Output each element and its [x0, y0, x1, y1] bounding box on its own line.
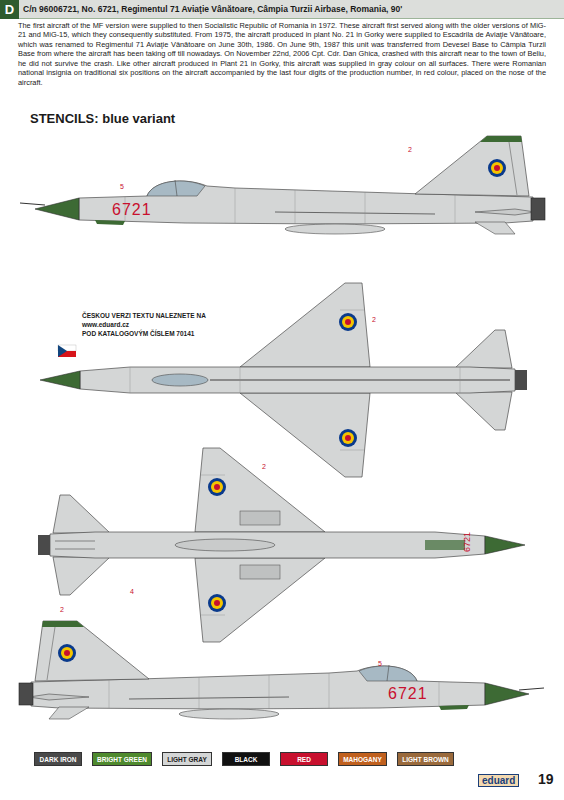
bottom-view [38, 448, 525, 642]
color-swatch: BLACK [222, 752, 270, 766]
callout-number: 2 [60, 606, 64, 614]
callout-number: 2 [372, 316, 376, 324]
note-text: ČESKOU VERZI TEXTU NALEZNETE NA [82, 312, 206, 319]
side-profile [20, 136, 545, 234]
color-name: LIGHT BROWN [402, 756, 449, 763]
color-swatch: DARK IRON [34, 752, 82, 766]
page-number: 19 [538, 772, 554, 787]
section-letter-box: D [0, 0, 19, 19]
note-text: POD KATALOGOVÝM ČÍSLEM 70141 [82, 330, 194, 337]
top-view-details [130, 367, 510, 393]
side-profile-left [19, 621, 544, 719]
description-text: The first aircraft of the MF version wer… [18, 21, 546, 87]
color-name: RED [297, 756, 311, 763]
color-swatch: RED [280, 752, 328, 766]
color-swatch: BRIGHT GREEN [92, 752, 152, 766]
stencil-heading: STENCILS: blue variant [30, 112, 175, 126]
color-swatch: LIGHT BROWN [397, 752, 454, 766]
color-swatch: MAHOGANY [338, 752, 387, 766]
callout-number: 5 [378, 660, 382, 668]
color-name: DARK IRON [40, 756, 77, 763]
callout-number: 5 [120, 183, 124, 191]
callout-number: 4 [130, 588, 134, 596]
color-swatch: LIGHT GRAY [162, 752, 212, 766]
bottom-view-details [55, 511, 465, 579]
top-view [40, 283, 527, 477]
color-name: MAHOGANY [343, 756, 382, 763]
aircraft-number: 6721 [463, 532, 473, 552]
callout-number: 2 [262, 463, 266, 471]
color-name: LIGHT GRAY [167, 756, 207, 763]
note-text: www.eduard.cz [82, 321, 129, 328]
callout-number: 2 [408, 146, 412, 154]
color-name: BRIGHT GREEN [97, 756, 147, 763]
title: C/n 96006721, No. 6721, Regimentul 71 Av… [23, 4, 402, 14]
aircraft-number: 6721 [388, 685, 428, 703]
czech-flag [58, 345, 76, 357]
aircraft-number: 6721 [112, 201, 152, 219]
brand-logo: eduard [478, 774, 519, 787]
color-name: BLACK [235, 756, 258, 763]
section-letter: D [5, 3, 14, 16]
